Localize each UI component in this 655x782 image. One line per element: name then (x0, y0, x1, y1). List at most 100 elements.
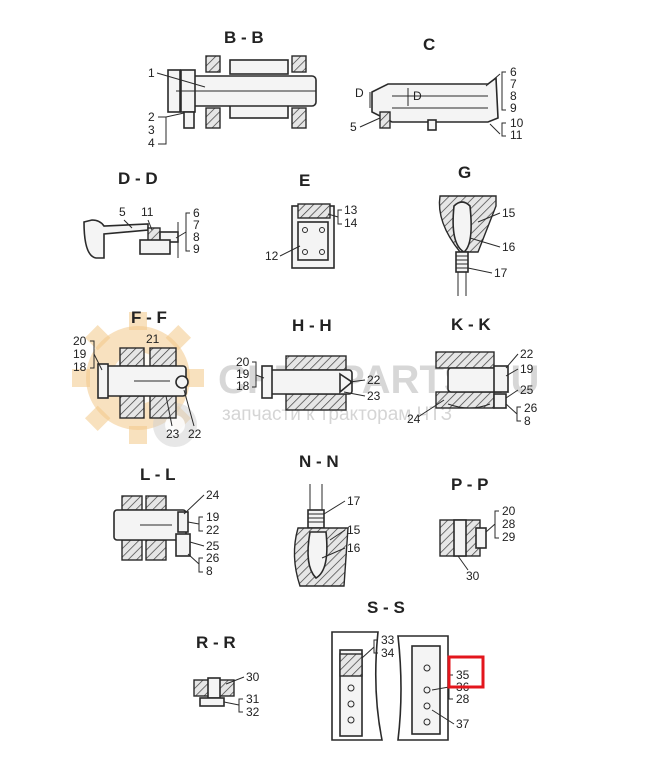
callout-d-right: D (413, 89, 422, 103)
section-title-kk: K - K (451, 315, 491, 334)
drawing-g (438, 195, 497, 296)
callout-20-pp: 20 (502, 504, 516, 518)
section-kk: K - K 22 19 25 24 26 8 (407, 315, 538, 428)
callout-15-nn: 15 (347, 523, 361, 537)
callout-13: 13 (344, 203, 358, 217)
callout-12: 12 (265, 249, 279, 263)
callout-34: 34 (381, 646, 395, 660)
drawing-e (291, 203, 335, 269)
drawing-bb (167, 55, 317, 129)
callout-30-rr: 30 (246, 670, 260, 684)
callout-37: 37 (456, 717, 470, 731)
callout-19-kk: 19 (520, 362, 534, 376)
callout-16-nn: 16 (347, 541, 361, 555)
section-title-rr: R - R (196, 633, 236, 652)
section-nn: N - N 17 15 16 (293, 452, 361, 587)
drawing-c (369, 73, 501, 135)
section-title-nn: N - N (299, 452, 339, 471)
section-ss: S - S 33 34 35 36 28 37 (331, 598, 485, 741)
section-title-ff: F - F (131, 308, 167, 327)
highlight-box (447, 655, 485, 689)
drawing-rr (193, 677, 235, 707)
callout-11-dd: 11 (141, 205, 154, 219)
callout-25-kk: 25 (520, 383, 534, 397)
callout-19-ff: 19 (73, 347, 87, 361)
callout-35: 35 (456, 668, 470, 682)
section-hh: H - H 20 19 18 22 23 (236, 316, 381, 411)
callout-22-kk: 22 (520, 347, 534, 361)
section-title-bb: B - B (224, 28, 264, 47)
section-e: E 13 14 12 (265, 171, 358, 269)
callout-33: 33 (381, 633, 395, 647)
callout-3: 3 (148, 123, 155, 137)
section-title-c: C (423, 35, 435, 54)
drawing-hh (261, 355, 354, 411)
callout-16-g: 16 (502, 240, 516, 254)
callout-32: 32 (246, 705, 260, 719)
callout-7-c: 7 (510, 77, 517, 91)
callout-28-pp: 28 (502, 517, 516, 531)
section-pp: P - P 20 28 29 30 (439, 475, 516, 583)
section-ff: F - F 20 19 18 21 23 22 (73, 308, 202, 441)
drawing-pp (439, 519, 487, 557)
callout-29-pp: 29 (502, 530, 516, 544)
callout-20-ff: 20 (73, 334, 87, 348)
section-bb: B - B 1 2 3 4 (148, 28, 317, 150)
callout-1: 1 (148, 66, 155, 80)
callout-7-dd: 7 (193, 218, 200, 232)
drawing-ss (331, 631, 449, 741)
callout-9-c: 9 (510, 101, 517, 115)
callout-5-c: 5 (350, 120, 357, 134)
callout-8-dd: 8 (193, 230, 200, 244)
callout-22-ff: 22 (188, 427, 202, 441)
callout-23-ff: 23 (166, 427, 180, 441)
watermark-tagline: запчасти к тракторам ЧТЗ (222, 404, 452, 425)
callout-d-left: D (355, 86, 364, 100)
drawing-nn (293, 484, 349, 587)
callout-25-ll: 25 (206, 539, 220, 553)
drawing-ll (113, 495, 191, 561)
callout-9-dd: 9 (193, 242, 200, 256)
callout-15-g: 15 (502, 206, 516, 220)
callout-18-ff: 18 (73, 360, 87, 374)
section-title-ll: L - L (140, 465, 176, 484)
callout-26-kk: 26 (524, 401, 538, 415)
section-rr: R - R 30 31 32 (193, 633, 260, 719)
callout-2: 2 (148, 110, 155, 124)
section-title-e: E (299, 171, 310, 190)
callout-30-pp: 30 (466, 569, 480, 583)
section-ll: L - L 24 19 22 25 26 8 (113, 465, 220, 578)
section-title-ss: S - S (367, 598, 405, 617)
callout-24-ll: 24 (206, 488, 220, 502)
section-c: C D D 5 6 7 8 9 10 11 (350, 35, 524, 142)
callout-23-hh: 23 (367, 389, 381, 403)
section-title-hh: H - H (292, 316, 332, 335)
section-title-g: G (458, 163, 471, 182)
callout-31: 31 (246, 692, 260, 706)
callout-5-dd: 5 (119, 205, 126, 219)
callout-4: 4 (148, 136, 155, 150)
callout-19-hh: 19 (236, 367, 250, 381)
callout-6-c: 6 (510, 65, 517, 79)
section-dd: D - D 5 11 6 7 8 9 (83, 169, 200, 259)
callout-22-hh: 22 (367, 373, 381, 387)
callout-11-c: 11 (510, 128, 523, 142)
drawing-kk (435, 351, 509, 409)
callout-6-dd: 6 (193, 206, 200, 220)
callout-17-g: 17 (494, 266, 508, 280)
callout-8-c: 8 (510, 89, 517, 103)
callout-14: 14 (344, 216, 358, 230)
callout-8-kk: 8 (524, 414, 531, 428)
section-title-pp: P - P (451, 475, 488, 494)
callout-8-ll: 8 (206, 564, 213, 578)
drawing-dd (83, 219, 179, 259)
callout-20-hh: 20 (236, 355, 250, 369)
callout-21-ff: 21 (146, 332, 160, 346)
callout-26-ll: 26 (206, 551, 220, 565)
callout-28-ss: 28 (456, 692, 470, 706)
callout-22-ll: 22 (206, 523, 220, 537)
callout-24-kk: 24 (407, 412, 421, 426)
callout-18-hh: 18 (236, 379, 250, 393)
section-g: G 15 16 17 (438, 163, 516, 296)
callout-17-nn: 17 (347, 494, 361, 508)
